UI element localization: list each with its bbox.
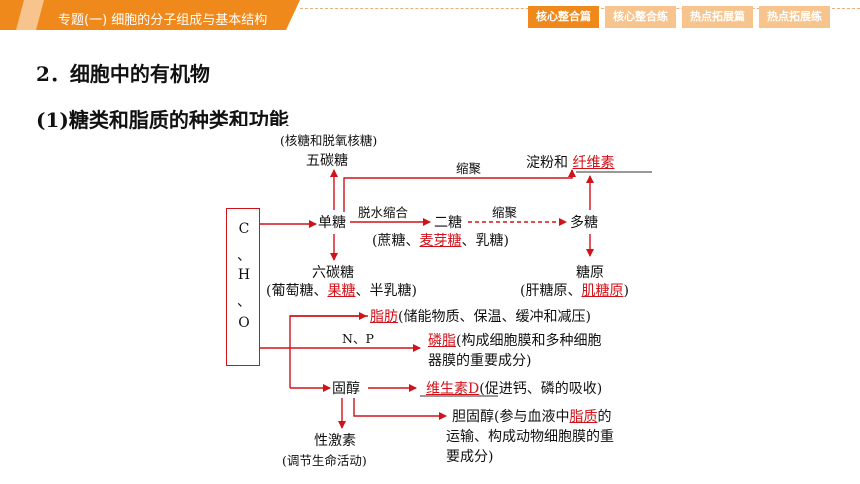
tab-core-practice[interactable]: 核心整合练	[605, 6, 676, 28]
header-bar: 专题(一) 细胞的分子组成与基本结构 核心整合篇 核心整合练 热点拓展篇 热点拓…	[0, 0, 860, 38]
glycogen-list: (肝糖原、肌糖原)	[520, 283, 629, 299]
starch-label: 淀粉和 纤维素	[526, 155, 615, 171]
page-heading: 2．细胞中的有机物	[36, 62, 210, 86]
lipid-answer: 脂质	[569, 409, 598, 425]
element-sep-2: 、	[237, 294, 251, 310]
disaccharide-list: (蔗糖、麦芽糖、乳糖)	[372, 233, 509, 249]
section-title: 专题(一) 细胞的分子组成与基本结构	[58, 13, 268, 28]
hexose-label: 六碳糖	[312, 265, 354, 281]
pentose-label: 五碳糖	[306, 153, 348, 169]
header-title-banner: 专题(一) 细胞的分子组成与基本结构	[0, 0, 300, 34]
sex-hormone-label: 性激素	[314, 433, 356, 449]
nav-tabs: 核心整合篇 核心整合练 热点拓展篇 热点拓展练	[528, 6, 830, 28]
phospholipid-function-2: 器膜的重要成分)	[428, 353, 532, 369]
cellulose-answer: 纤维素	[572, 155, 615, 171]
cholesterol-line-1: 胆固醇(参与血液中脂质的	[452, 409, 612, 425]
np-label: N、P	[342, 331, 374, 346]
fructose-answer: 果糖	[327, 283, 356, 299]
fat-row: 脂肪(储能物质、保温、缓冲和减压)	[370, 309, 591, 325]
phospholipid-answer: 磷脂	[428, 333, 456, 349]
element-o: O	[238, 315, 250, 331]
vitd-answer: 维生素D	[426, 381, 480, 397]
diagram-arrows	[260, 169, 652, 429]
carbohydrate-lipid-diagram: C 、 H 、 O (核糖和脱氧核糖) 五碳糖 缩聚 淀粉和 纤维素 单糖 脱水…	[220, 126, 670, 478]
tab-hotspot-practice[interactable]: 热点拓展练	[759, 6, 830, 28]
elements-box: C 、 H 、 O	[226, 208, 260, 366]
phospholipid-row: 磷脂(构成细胞膜和多种细胞	[428, 333, 602, 349]
monosaccharide-label: 单糖	[318, 215, 346, 231]
element-h: H	[237, 267, 251, 283]
muscle-glycogen-answer: 肌糖原	[581, 283, 624, 299]
cholesterol-line-3: 要成分)	[446, 449, 494, 465]
element-c: C	[238, 221, 250, 237]
pentose-note: (核糖和脱氧核糖)	[280, 133, 378, 148]
fat-answer: 脂肪	[370, 309, 398, 325]
disaccharide-label: 二糖	[434, 215, 462, 231]
banner-shape	[0, 0, 300, 30]
polymerize-label-1: 缩聚	[456, 161, 482, 176]
element-sep-1: 、	[237, 248, 251, 264]
cholesterol-line-2: 运输、构成动物细胞膜的重	[446, 429, 614, 445]
tab-core-integration[interactable]: 核心整合篇	[528, 6, 599, 28]
polysaccharide-label: 多糖	[570, 215, 598, 231]
vitd-row: 维生素D(促进钙、磷的吸收)	[426, 381, 603, 397]
sterol-label: 固醇	[332, 381, 360, 397]
sex-hormone-function: (调节生命活动)	[282, 453, 367, 468]
polymerize-label-2: 缩聚	[492, 205, 518, 220]
hexose-list: (葡萄糖、果糖、半乳糖)	[266, 283, 417, 299]
tab-hotspot-extension[interactable]: 热点拓展篇	[682, 6, 753, 28]
maltose-answer: 麦芽糖	[419, 233, 462, 249]
glycogen-label: 糖原	[576, 265, 604, 281]
dehydration-label: 脱水缩合	[358, 205, 409, 220]
